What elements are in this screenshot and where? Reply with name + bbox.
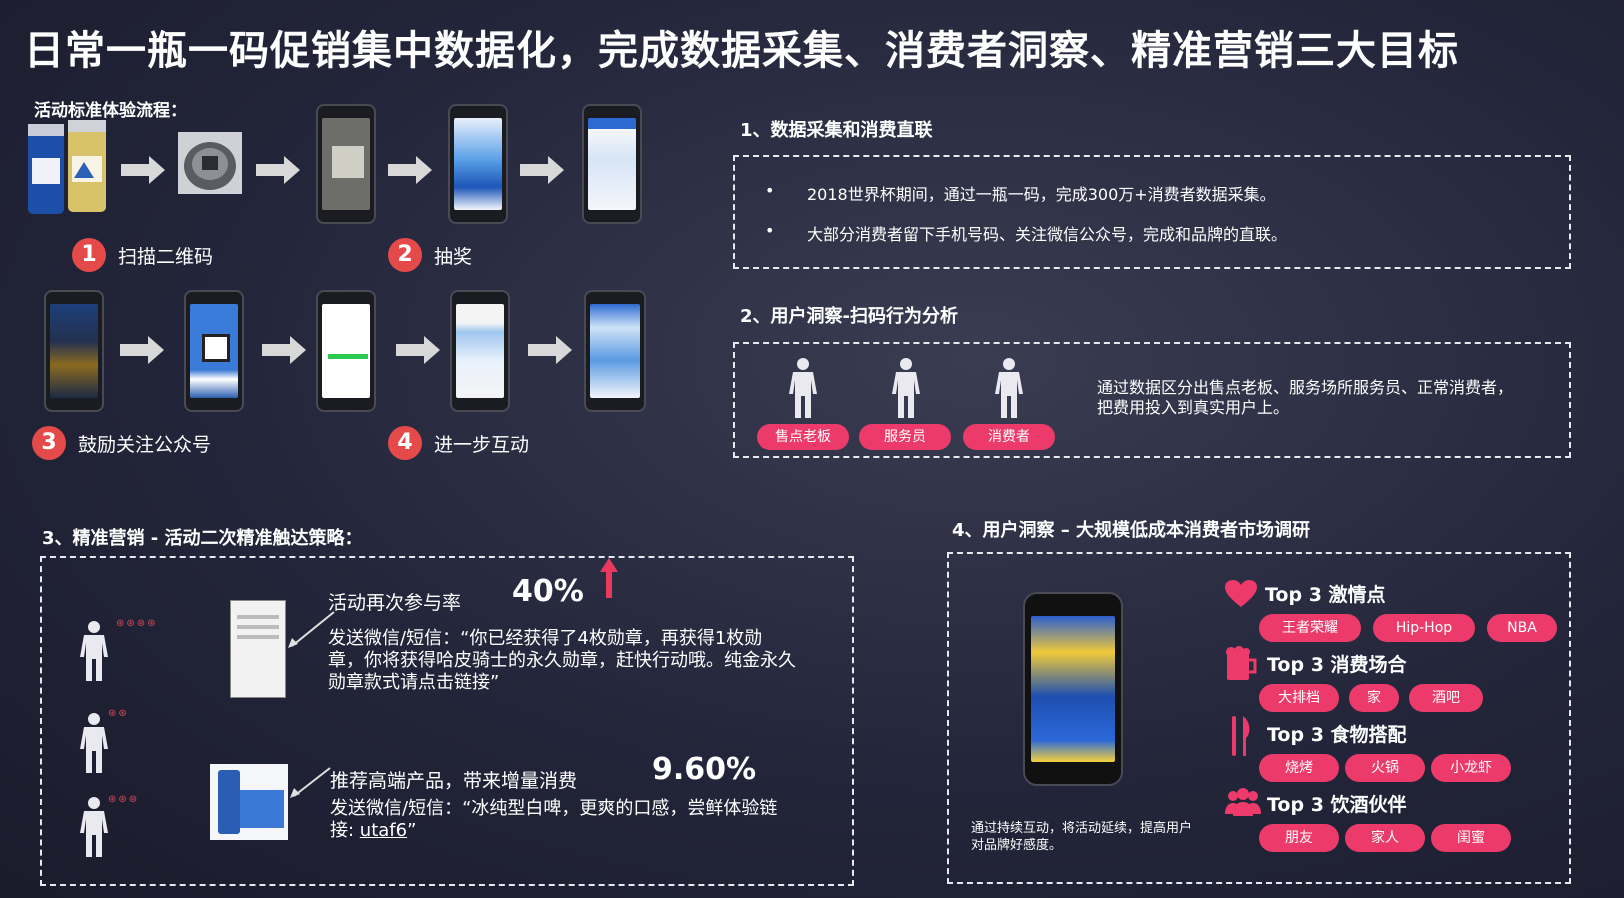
step-badge: 3	[32, 426, 66, 460]
pointer-arrow-icon	[288, 611, 335, 648]
section1-heading: 1、数据采集和消费直联	[740, 120, 933, 141]
arrow-right-icon	[520, 156, 564, 184]
phone-lottery-screen	[448, 104, 508, 224]
section2-heading: 2、用户洞察-扫码行为分析	[740, 306, 958, 327]
bullet-dot: •	[765, 221, 775, 240]
step-label: 鼓励关注公众号	[78, 434, 212, 456]
item2-title: 推荐高端产品，带来增量消费	[330, 770, 578, 792]
tag: 火锅	[1345, 754, 1425, 782]
role-tag: 售点老板	[757, 424, 849, 450]
section3-heading: 3、精准营销 - 活动二次精准触达策略：	[42, 528, 363, 549]
group-title: Top 3 消费场合	[1267, 654, 1407, 676]
person-icon	[789, 358, 817, 418]
arrow-right-icon	[120, 336, 164, 364]
medal-icons: ⊛⊛⊛⊛	[116, 618, 158, 629]
role-tag: 消费者	[963, 424, 1055, 450]
flow-heading: 活动标准体验流程：	[34, 101, 187, 121]
phone-form-screen	[582, 104, 642, 224]
page-title: 日常一瓶一码促销集中数据化，完成数据采集、消费者洞察、精准营销三大目标	[24, 28, 1459, 74]
step-label: 进一步互动	[434, 434, 530, 456]
arrow-right-icon	[121, 156, 165, 184]
phone-article-screen	[450, 290, 510, 412]
step-badge: 1	[72, 238, 106, 272]
section1-box: • 2018世界杯期间，通过一瓶一码，完成300万+消费者数据采集。 • 大部分…	[733, 155, 1571, 269]
arrow-right-icon	[262, 336, 306, 364]
item1-value: 40%	[512, 574, 584, 609]
item1-title: 活动再次参与率	[328, 592, 462, 614]
phone-product-screen	[584, 290, 646, 412]
section2-description: 通过数据区分出售点老板、服务场所服务员、正常消费者， 把费用投入到真实用户上。	[1097, 378, 1513, 418]
sms-screenshot	[230, 600, 286, 698]
arrow-right-icon	[256, 156, 300, 184]
fork-knife-icon	[1232, 716, 1250, 756]
section3-box: ⊛⊛⊛⊛ ⊛⊛ ⊛⊛⊛ 活动再次参与率 40% 发送微信/短信：“你已经获得了4…	[40, 556, 854, 886]
person-icon	[892, 358, 920, 418]
person-icon	[995, 358, 1023, 418]
group-people-icon	[1225, 788, 1261, 816]
product-pack-image	[210, 764, 288, 840]
tag: Hip-Hop	[1373, 614, 1475, 642]
pointer-arrow-icon	[290, 767, 331, 798]
item1-message: 发送微信/短信：“你已经获得了4枚勋章，再获得1枚勋章，你将获得哈皮骑士的永久勋…	[328, 628, 796, 693]
beer-mug-icon	[1226, 646, 1257, 680]
bullet-text: 2018世界杯期间，通过一瓶一码，完成300万+消费者数据采集。	[807, 185, 1276, 204]
section2-box: 售点老板 服务员 消费者 通过数据区分出售点老板、服务场所服务员、正常消费者， …	[733, 342, 1571, 458]
item2-message-text: 发送微信/短信：“冰纯型白啤，更爽的口感，尝鲜体验链接:	[330, 798, 778, 841]
phone-prize-screen	[44, 290, 104, 412]
person-icon	[80, 621, 108, 681]
medal-icons: ⊛⊛⊛	[108, 794, 140, 805]
section4-caption: 通过持续互动，将活动延续，提高用户对品牌好感度。	[971, 821, 1193, 853]
phone-scan-screen	[316, 104, 376, 224]
bullet-dot: •	[765, 181, 775, 200]
section2-desc-line: 通过数据区分出售点老板、服务场所服务员、正常消费者，	[1097, 378, 1514, 397]
step-label: 扫描二维码	[118, 246, 214, 268]
group-title: Top 3 食物搭配	[1267, 724, 1407, 746]
item2-value: 9.60%	[652, 752, 757, 787]
tag: 酒吧	[1409, 684, 1483, 712]
item2-message-end: ”	[407, 820, 417, 841]
phone-follow-qr-screen	[184, 290, 244, 412]
step-badge: 2	[388, 238, 422, 272]
tag: 闺蜜	[1431, 824, 1511, 852]
heart-icon	[1225, 580, 1257, 607]
tag: NBA	[1487, 614, 1557, 642]
utaf6-link[interactable]: utaf6	[359, 820, 408, 841]
up-arrow-icon	[600, 558, 618, 598]
person-icon	[80, 797, 108, 857]
phone-survey-screen	[1023, 592, 1123, 786]
item2-message: 发送微信/短信：“冰纯型白啤，更爽的口感，尝鲜体验链接: utaf6”	[330, 798, 800, 842]
bullet-text: 大部分消费者留下手机号码、关注微信公众号，完成和品牌的直联。	[807, 225, 1288, 244]
phone-wechat-screen	[316, 290, 376, 412]
tag: 大排档	[1259, 684, 1339, 712]
group-title: Top 3 饮酒伙伴	[1267, 794, 1407, 816]
section4-heading: 4、用户洞察 – 大规模低成本消费者市场调研	[952, 520, 1311, 541]
arrow-right-icon	[528, 336, 572, 364]
arrow-right-icon	[396, 336, 440, 364]
tag: 朋友	[1259, 824, 1339, 852]
tag: 家人	[1345, 824, 1425, 852]
section4-box: 通过持续互动，将活动延续，提高用户对品牌好感度。 Top 3 激情点 王者荣耀 …	[947, 552, 1571, 884]
beer-cans-image	[26, 118, 110, 218]
tag: 小龙虾	[1431, 754, 1511, 782]
section2-desc-line: 把费用投入到真实用户上。	[1097, 398, 1290, 417]
arrow-right-icon	[388, 156, 432, 184]
tag: 王者荣耀	[1259, 614, 1361, 642]
step-badge: 4	[388, 426, 422, 460]
tag: 家	[1349, 684, 1399, 712]
bottle-cap-qr-image	[178, 132, 242, 194]
group-title: Top 3 激情点	[1265, 584, 1386, 606]
medal-icons: ⊛⊛	[108, 708, 129, 719]
role-tag: 服务员	[859, 424, 951, 450]
step-label: 抽奖	[434, 246, 473, 268]
tag: 烧烤	[1259, 754, 1339, 782]
person-icon	[80, 713, 108, 773]
